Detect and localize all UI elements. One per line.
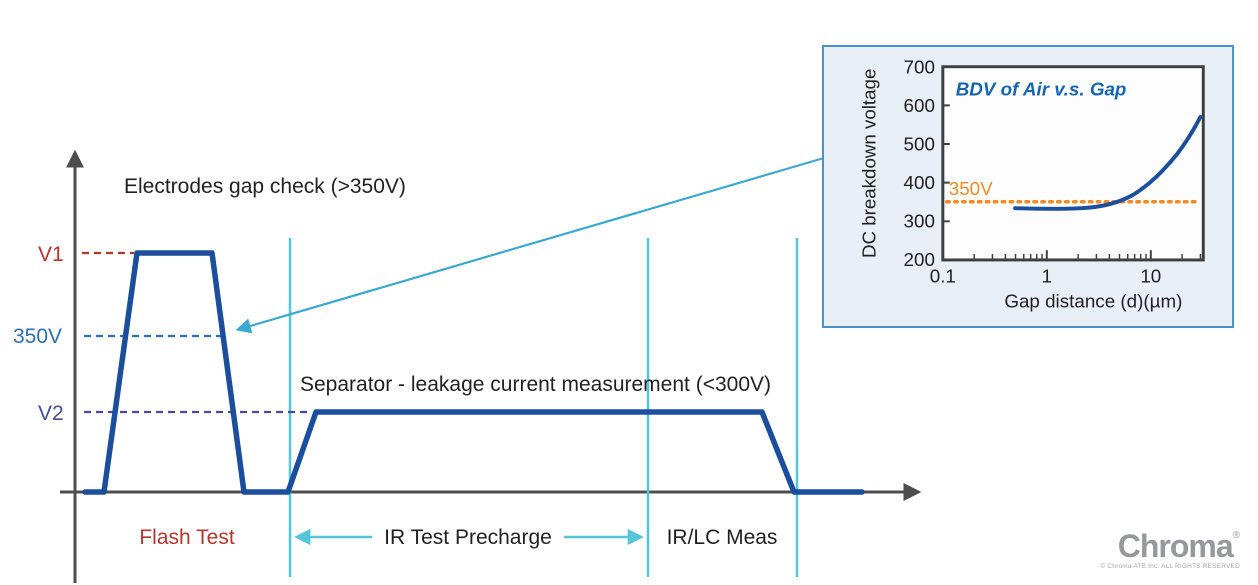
y-tick-label-300: 300	[904, 210, 935, 231]
y-major-ticks	[942, 104, 950, 223]
v2-label: V2	[38, 402, 64, 425]
inset-ylabel: DC breakdown voltage	[858, 69, 879, 258]
ir-test-precharge-label: IR Test Precharge	[372, 526, 564, 550]
chroma-logo: Chroma® © Chroma ATE Inc. ALL RIGHTS RES…	[1100, 530, 1240, 570]
x-tick-label-01: 0.1	[930, 266, 956, 287]
bdv-curve	[1013, 115, 1203, 211]
y-tick-label-600: 600	[904, 95, 935, 116]
copyright-text: © Chroma ATE Inc. ALL RIGHTS RESERVED	[1100, 563, 1240, 570]
flash-test-label: Flash Test	[139, 526, 235, 549]
bdv-inset-panel: BDV of Air v.s. Gap 350V 700 600 500 400…	[822, 45, 1234, 328]
inset-chart-svg: BDV of Air v.s. Gap 350V 700 600 500 400…	[858, 57, 1205, 311]
electrodes-gap-check-label: Electrodes gap check (>350V)	[124, 175, 406, 198]
inset-title: BDV of Air v.s. Gap	[956, 78, 1127, 99]
inset-pointer-arrow	[235, 156, 825, 334]
plot-frame	[941, 65, 1205, 262]
inset-threshold-label: 350V	[949, 178, 993, 199]
v1-label: V1	[38, 243, 64, 266]
x-tick-label-10: 10	[1140, 266, 1161, 287]
x-minor-ticks	[973, 254, 1202, 260]
ir-lc-meas-label: IR/LC Meas	[666, 526, 778, 549]
inset-xlabel: Gap distance (d)(µm)	[1004, 290, 1182, 311]
chroma-wordmark: Chroma	[1117, 528, 1234, 564]
waveform-line	[82, 250, 865, 495]
registered-mark: ®	[1232, 530, 1240, 541]
x-major-ticks	[1045, 250, 1152, 260]
x-tick-label-1: 1	[1042, 266, 1052, 287]
y-tick-label-700: 700	[904, 57, 935, 78]
y-tick-label-400: 400	[904, 172, 935, 193]
separator-leakage-label: Separator - leakage current measurement …	[300, 373, 771, 396]
y-tick-label-200: 200	[904, 249, 935, 270]
v350-label: 350V	[13, 325, 63, 348]
y-tick-label-500: 500	[904, 134, 935, 155]
